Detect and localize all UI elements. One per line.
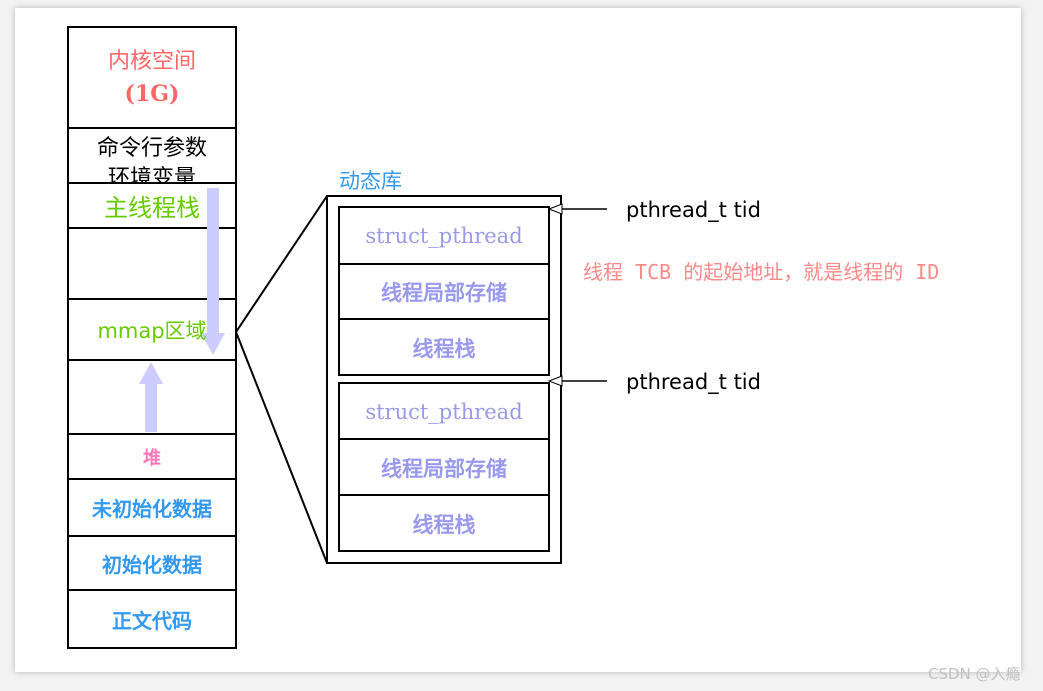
kernel-size: (1G) [124, 80, 180, 107]
memory-column-border [67, 26, 237, 649]
kernel-space: 内核空间 (1G) [69, 40, 235, 115]
zoom-line-top [235, 195, 328, 333]
struct-pthread-1: struct_pthread [365, 224, 523, 248]
tcb-note: 线程 TCB 的起始地址，就是线程的 ID [583, 260, 940, 284]
tls-1: 线程局部存储 [381, 281, 507, 305]
env-label: 环境变量 [107, 166, 196, 182]
stack-grow-down-arrow [207, 188, 219, 333]
tid-arrow-2 [547, 375, 563, 387]
tid-arrow-1 [547, 203, 563, 215]
args-env-area: 命令行参数 环境变量 [69, 134, 235, 182]
tid-label-1: pthread_t tid [626, 198, 761, 222]
heap: 堆 [143, 447, 161, 469]
args-label: 命令行参数 [96, 136, 207, 161]
bss: 未初始化数据 [92, 497, 212, 521]
watermark: CSDN @入瘾 [928, 665, 1021, 683]
text-segment: 正文代码 [112, 608, 192, 633]
dynlib-title: 动态库 [339, 169, 402, 193]
mmap-region: mmap区域 [97, 318, 207, 343]
struct-pthread-2: struct_pthread [365, 399, 523, 424]
kernel-label: 内核空间 [107, 48, 196, 74]
thread-stack-1: 线程栈 [412, 336, 476, 361]
diagram-canvas [15, 8, 1021, 672]
zoom-line-bottom [235, 331, 328, 564]
heap-grow-up-arrow [145, 384, 157, 432]
main-thread-stack: 主线程栈 [104, 194, 200, 222]
tid-label-2: pthread_t tid [626, 370, 761, 394]
tls-2: 线程局部存储 [381, 456, 507, 481]
thread-stack-2: 线程栈 [412, 512, 476, 537]
data-segment: 初始化数据 [102, 552, 202, 577]
